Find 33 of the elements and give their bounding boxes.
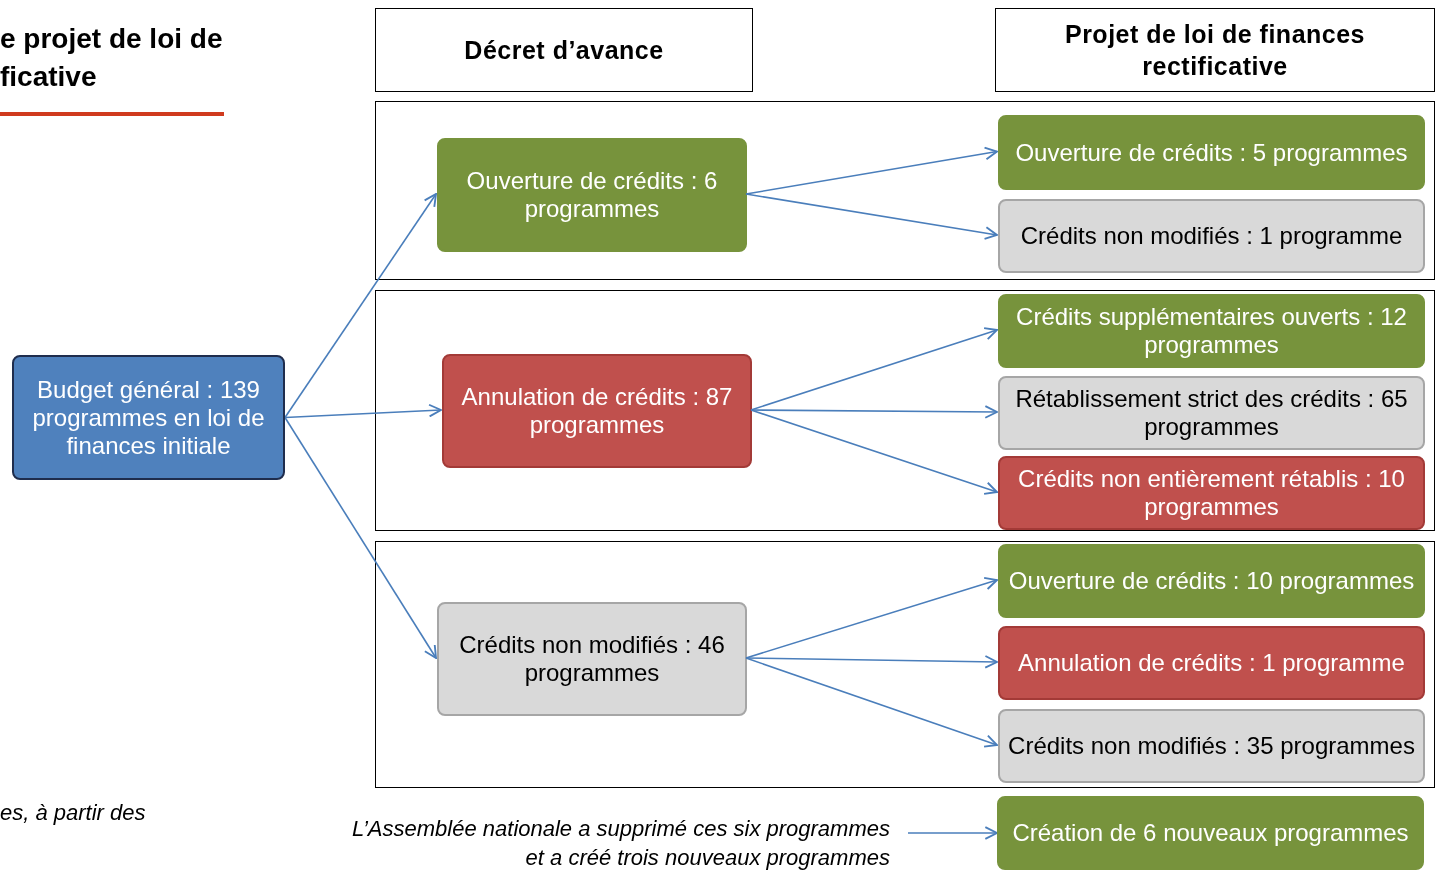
arrow [907, 826, 998, 840]
process-box: Crédits non modifiés : 35 programmes [998, 709, 1425, 783]
process-box: Ouverture de crédits : 5 programmes [998, 115, 1425, 190]
process-box: Création de 6 nouveaux programmes [997, 796, 1424, 870]
arrow [284, 416, 437, 659]
title: e projet de loi de ficative [0, 22, 224, 94]
process-box: Annulation de crédits : 1 programme [998, 626, 1425, 700]
group-frame [375, 290, 1435, 531]
group-frame [375, 541, 1435, 788]
column-header: Décret d’avance [375, 8, 753, 92]
arrow [284, 403, 442, 419]
process-box: Rétablissement strict des crédits : 65 programmes [998, 376, 1425, 450]
process-box: Budget général : 139 programmes en loi de finances initiale [12, 355, 285, 480]
arrow [745, 146, 998, 195]
arrow [750, 327, 998, 411]
arrow [284, 193, 437, 419]
arrow [750, 405, 998, 419]
process-box: Annulation de crédits : 87 programmes [442, 354, 752, 468]
column-header: Projet de loi de finances rectificative [995, 8, 1435, 92]
process-box: Ouverture de crédits : 6 programmes [437, 138, 747, 252]
process-box: Ouverture de crédits : 10 programmes [998, 544, 1425, 618]
process-box: Crédits non modifiés : 1 programme [998, 199, 1425, 273]
process-box: Crédits non modifiés : 46 programmes [437, 602, 747, 716]
arrow [745, 655, 998, 669]
arrow [745, 657, 998, 748]
arrow [745, 193, 998, 240]
group-frame [375, 101, 1435, 280]
arrow [745, 576, 998, 659]
process-box: Crédits non entièrement rétablis : 10 programmes [998, 456, 1425, 530]
note-text: L’Assemblée nationale a supprimé ces six programmes et a créé trois nouveaux programmes [330, 812, 890, 874]
note-text: es, à partir des [0, 800, 146, 826]
arrow [750, 409, 998, 495]
process-box: Crédits supplémentaires ouverts : 12 programmes [998, 294, 1425, 368]
